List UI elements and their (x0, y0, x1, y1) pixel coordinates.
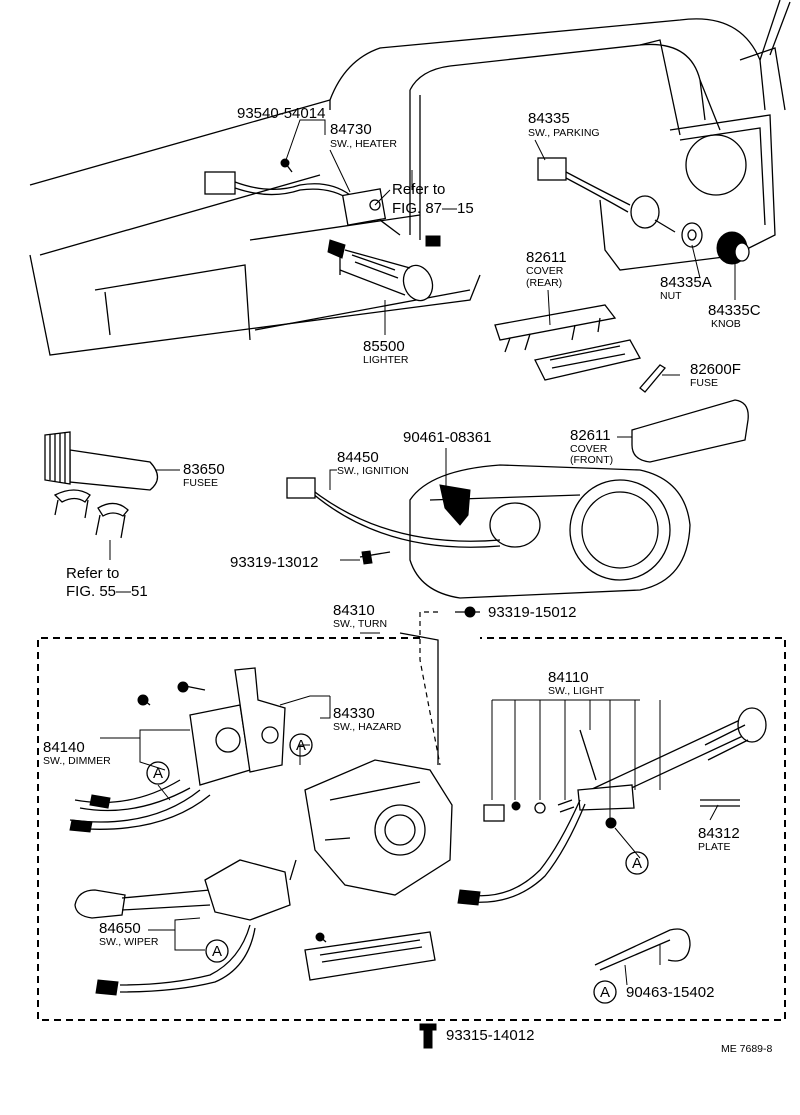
wiper-switch-drawing (74, 859, 297, 996)
ref-fig55-line1: Refer to (66, 565, 119, 582)
column-bolt-drawing (419, 606, 480, 1049)
label-82611-rear-desc1: COVER (526, 265, 564, 277)
svg-text:A: A (632, 855, 642, 872)
label-84650-number: 84650 (99, 920, 141, 937)
wiring-band-drawing (594, 928, 691, 971)
callout-a-wiper: A (205, 939, 229, 963)
label-93540-54014: 93540-54014 (237, 105, 325, 122)
label-84335a-number: 84335A (660, 274, 712, 291)
front-cover-drawing (631, 399, 749, 463)
svg-text:A: A (212, 943, 222, 960)
ref-fig55-line2: FIG. 55—51 (66, 583, 148, 600)
label-82611-rear-desc2: (REAR) (526, 277, 562, 289)
label-84335a-desc: NUT (660, 290, 682, 302)
label-90463-15402: 90463-15402 (626, 984, 714, 1001)
label-84450-number: 84450 (337, 449, 379, 466)
fuse-block-drawing (494, 304, 666, 393)
connector-block-drawing (304, 931, 436, 981)
parking-switch-drawing (537, 157, 750, 265)
label-84335-desc: SW., PARKING (528, 127, 600, 139)
label-84335c-number: 84335C (708, 302, 761, 319)
fusee-drawing (44, 431, 159, 539)
label-93319-15012: 93319-15012 (488, 604, 576, 621)
label-84312-desc: PLATE (698, 841, 730, 853)
label-82600f-desc: FUSE (690, 377, 718, 389)
label-84140-number: 84140 (43, 739, 85, 756)
label-84335-number: 84335 (528, 110, 570, 127)
light-switch-drawing (457, 707, 767, 906)
label-84730-desc: SW., HEATER (330, 138, 397, 150)
label-84330-number: 84330 (333, 705, 375, 722)
turn-switch-body-drawing (304, 759, 453, 896)
label-84450-desc: SW., IGNITION (337, 465, 409, 477)
label-85500-desc: LIGHTER (363, 354, 409, 366)
callout-markers: A A A A A (146, 733, 649, 1004)
label-84312-number: 84312 (698, 825, 740, 842)
label-84335c-desc: KNOB (711, 318, 741, 330)
heater-switch-drawing (204, 158, 441, 247)
ref-fig87-line2: FIG. 87—15 (392, 200, 474, 217)
ignition-switch-drawing (286, 464, 691, 599)
label-82611-front-desc1: COVER (570, 443, 608, 455)
label-82611-rear-number: 82611 (526, 249, 567, 266)
label-85500-number: 85500 (363, 338, 405, 355)
instrument-panel-drawing (29, 0, 791, 356)
label-93319-13012: 93319-13012 (230, 554, 318, 571)
label-82600f-number: 82600F (690, 361, 741, 378)
drawing-code: ME 7689-8 (721, 1043, 773, 1055)
callout-a-light: A (625, 851, 649, 875)
label-84310-desc: SW., TURN (333, 618, 387, 630)
label-84650-desc: SW., WIPER (99, 936, 159, 948)
leader-lines (100, 119, 736, 986)
ref-fig87-line1: Refer to (392, 181, 445, 198)
callout-a-hazard: A (289, 733, 313, 757)
part-labels: 93540-54014 84730 SW., HEATER Refer to F… (43, 105, 773, 1055)
svg-text:A: A (296, 737, 306, 754)
label-84330-desc: SW., HAZARD (333, 721, 402, 733)
label-84310-number: 84310 (333, 602, 375, 619)
label-84140-desc: SW., DIMMER (43, 755, 111, 767)
turn-switch-assembly-boundary (37, 611, 786, 1021)
label-83650-desc: FUSEE (183, 477, 218, 489)
lighter-drawing (327, 239, 434, 302)
callout-a-band: A (593, 980, 617, 1004)
dimmer-hazard-drawing (69, 667, 286, 833)
svg-text:A: A (600, 984, 610, 1001)
label-82611-front-number: 82611 (570, 427, 611, 444)
label-84110-desc: SW., LIGHT (548, 685, 605, 697)
callout-a-dimmer: A (146, 761, 170, 785)
label-84110-number: 84110 (548, 669, 589, 686)
label-82611-front-desc2: (FRONT) (570, 454, 613, 466)
label-83650-number: 83650 (183, 461, 225, 478)
label-84730-number: 84730 (330, 121, 372, 138)
svg-text:A: A (153, 765, 163, 782)
label-90461-08361: 90461-08361 (403, 429, 491, 446)
label-93315-14012: 93315-14012 (446, 1027, 534, 1044)
